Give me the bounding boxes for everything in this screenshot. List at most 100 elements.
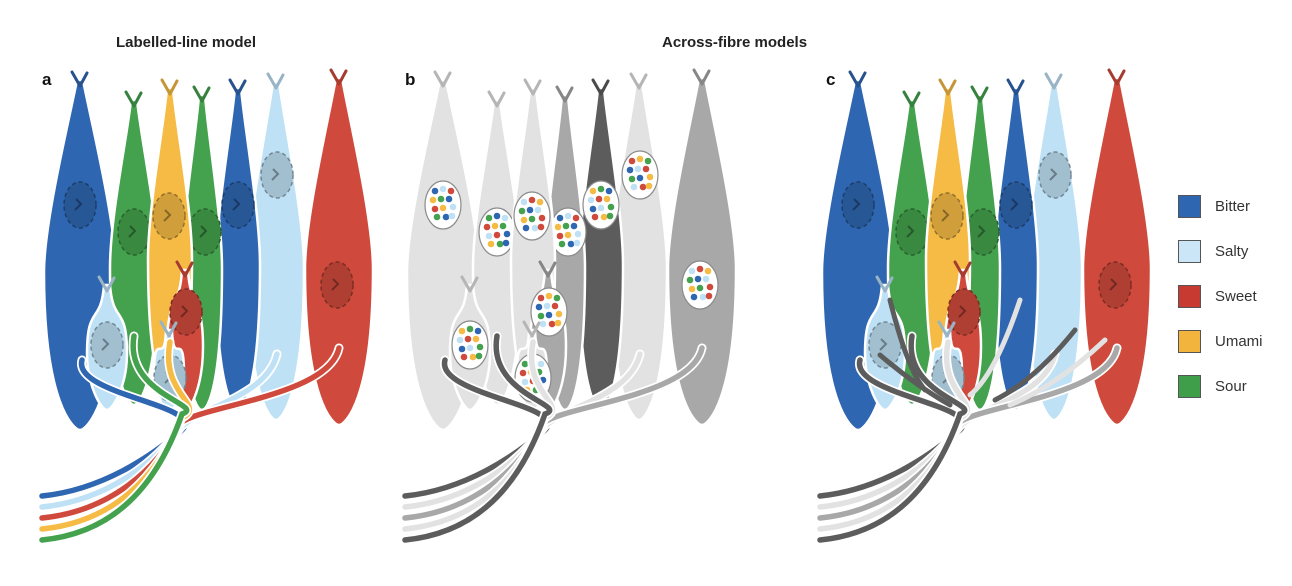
microvilli [938,78,957,96]
microvilli [460,275,479,293]
nucleolus [331,278,340,291]
branching-fibre [992,327,1078,403]
nucleolus [163,209,172,222]
receptor-dot [460,353,468,361]
microvilli [433,70,452,88]
receptor-dot [628,175,636,183]
nerve-fibre-sour [817,333,968,543]
receptor-dot [520,198,528,206]
receptor-dot [630,183,638,191]
receptor-dot [528,215,536,223]
receptor-dot [501,214,509,222]
microvilli [523,78,542,96]
microvilli [522,320,541,338]
receptor-dot [553,294,561,302]
receptor-dot [545,292,553,300]
receptor-dot [688,267,696,275]
receptor-cell-sweet [1081,76,1153,427]
receptor-dot [589,205,597,213]
microvilli [70,70,89,88]
receptor-dot [570,222,578,230]
receptor-dot [636,174,644,182]
microvilli [629,72,648,90]
receptor-dot [536,198,544,206]
receptor-dot [439,204,447,212]
microvilli [159,320,178,338]
receptor-dot [431,187,439,195]
nucleolus [941,209,950,222]
receptor-dot [607,203,615,211]
receptor-dot [551,302,559,310]
receptor-dot [433,213,441,221]
nucleolus [101,338,110,351]
receptor-dot [554,319,562,327]
branching-fibre [1007,337,1108,408]
nucleolus [1049,168,1058,181]
receptor-dot [439,185,447,193]
receptor-dot [705,292,713,300]
microvilli [1044,72,1063,90]
receptor-cell-bitter [577,86,625,412]
microvilli [160,78,179,96]
receptor-dot [474,327,482,335]
microvilli [848,70,867,88]
receptor-dot [564,212,572,220]
receptor-dot [572,214,580,222]
receptor-dot [469,353,477,361]
legend-swatch-bitter [1178,195,1201,218]
receptor-dot [642,165,650,173]
legend-label-sour: Sour [1215,378,1247,395]
receptor-dot [626,166,634,174]
receptor-dot [636,155,644,163]
receptor-dot [696,265,704,273]
receptor-dot [556,232,564,240]
legend-item-salty: Salty [1178,229,1263,274]
receptor-dot [537,312,545,320]
receptor-dot [688,285,696,293]
microvilli [875,275,894,293]
receptor-dot [485,214,493,222]
microvilli [937,320,956,338]
receptor-cell-bitter [992,86,1040,412]
receptor-cell-bitter [214,86,262,412]
receptor-dot [645,182,653,190]
receptor-dot [520,216,528,224]
receptor-dot [503,230,511,238]
microvilli [902,90,921,108]
receptor-dot [644,157,652,165]
nucleolus [906,225,915,238]
receptor-dot [690,293,698,301]
across-fibre-heading: Across-fibre models [662,34,808,51]
nerve-fibre-sour [402,333,553,543]
receptor-dot [694,275,702,283]
panel-letter-a: a [42,70,52,89]
receptor-dot [686,276,694,284]
receptor-dot [534,206,542,214]
receptor-dot [475,352,483,360]
microvilli [124,90,143,108]
nucleolus [271,168,280,181]
microvilli [228,78,247,96]
nucleolus [879,338,888,351]
receptor-dot [706,283,714,291]
legend-label-umami: Umami [1215,333,1263,350]
receptor-dot [493,212,501,220]
microvilli [1107,68,1126,86]
legend-label-bitter: Bitter [1215,198,1251,215]
receptor-dot [597,204,605,212]
microvilli [555,85,574,103]
nucleolus [199,225,208,238]
receptor-dot [634,165,642,173]
receptor-dot [699,293,707,301]
panel-b-taste-bud [400,68,738,545]
legend-item-sweet: Sweet [1178,274,1263,319]
receptor-dot [554,223,562,231]
receptor-dot [564,231,572,239]
receptor-dot [696,284,704,292]
receptor-dot [539,320,547,328]
legend-label-salty: Salty [1215,243,1249,260]
receptor-dot [531,224,539,232]
legend-label-sweet: Sweet [1215,288,1257,305]
microvilli [192,85,211,103]
